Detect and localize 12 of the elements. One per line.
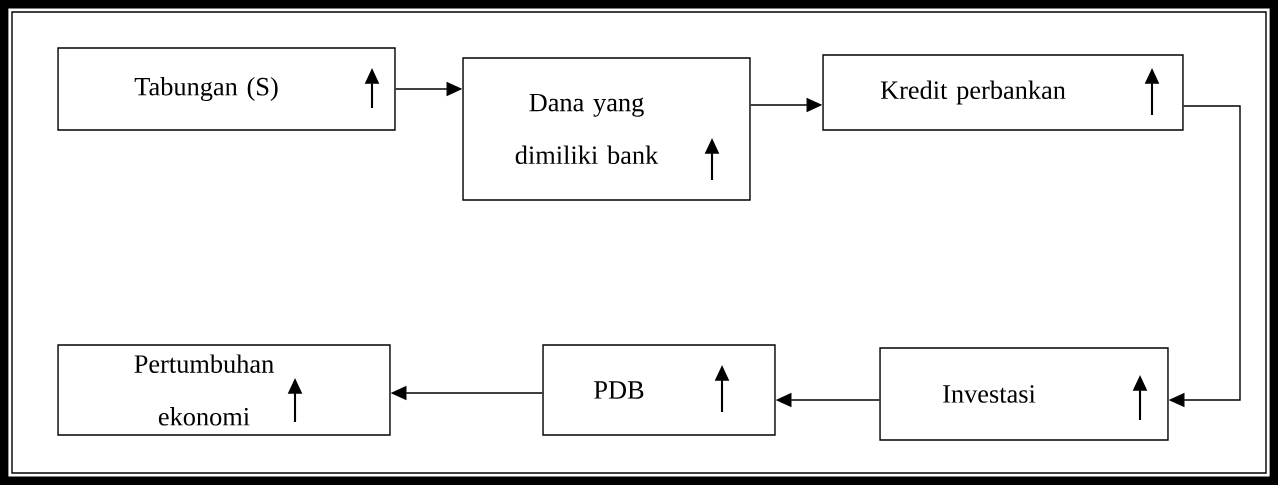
box-label: Tabungan (S) [134, 77, 278, 101]
process-box [542, 344, 776, 436]
process-box [462, 57, 751, 201]
box-label: PDB [594, 381, 644, 399]
process-box [822, 54, 1184, 131]
box-label: Dana yang dimiliki bank [515, 93, 659, 165]
process-box [57, 344, 391, 436]
box-label: Investasi [943, 385, 1036, 403]
box-label: Pertumbuhan ekonomi [134, 354, 274, 426]
process-box [57, 47, 396, 131]
box-label: Kredit perbankan [880, 80, 1066, 105]
process-box [879, 347, 1169, 441]
